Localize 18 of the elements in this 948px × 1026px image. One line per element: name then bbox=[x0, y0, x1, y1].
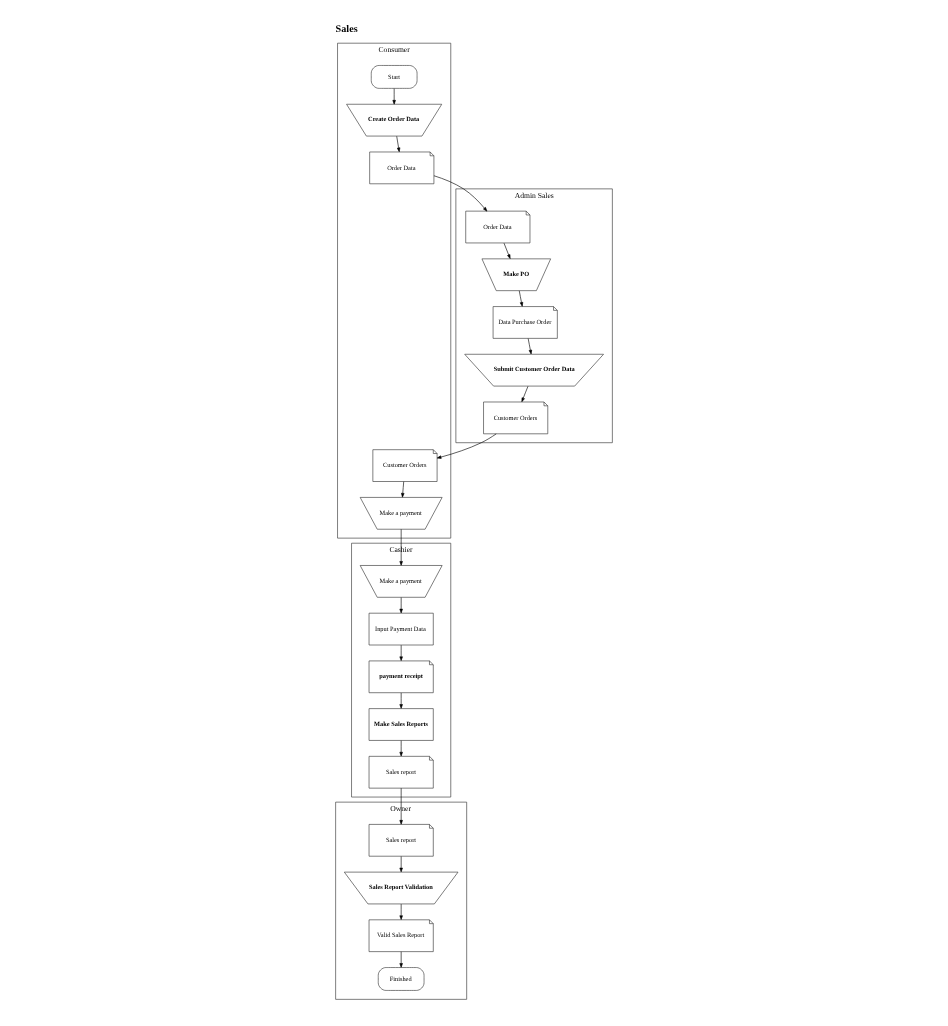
arrow bbox=[521, 385, 529, 402]
arrow bbox=[436, 433, 497, 459]
arrow bbox=[399, 528, 403, 566]
arrow bbox=[399, 740, 403, 757]
arrow bbox=[503, 242, 511, 259]
arrow bbox=[399, 787, 403, 825]
arrow bbox=[399, 644, 403, 661]
arrow bbox=[392, 88, 396, 105]
arrow bbox=[433, 175, 488, 212]
arrow bbox=[527, 338, 533, 355]
arrow bbox=[396, 135, 401, 152]
arrow bbox=[399, 692, 403, 709]
arrow bbox=[399, 597, 403, 614]
arrow bbox=[401, 481, 405, 498]
arrow bbox=[399, 951, 403, 968]
arrow bbox=[399, 903, 403, 920]
arrow bbox=[518, 290, 524, 307]
arrow bbox=[399, 856, 403, 873]
